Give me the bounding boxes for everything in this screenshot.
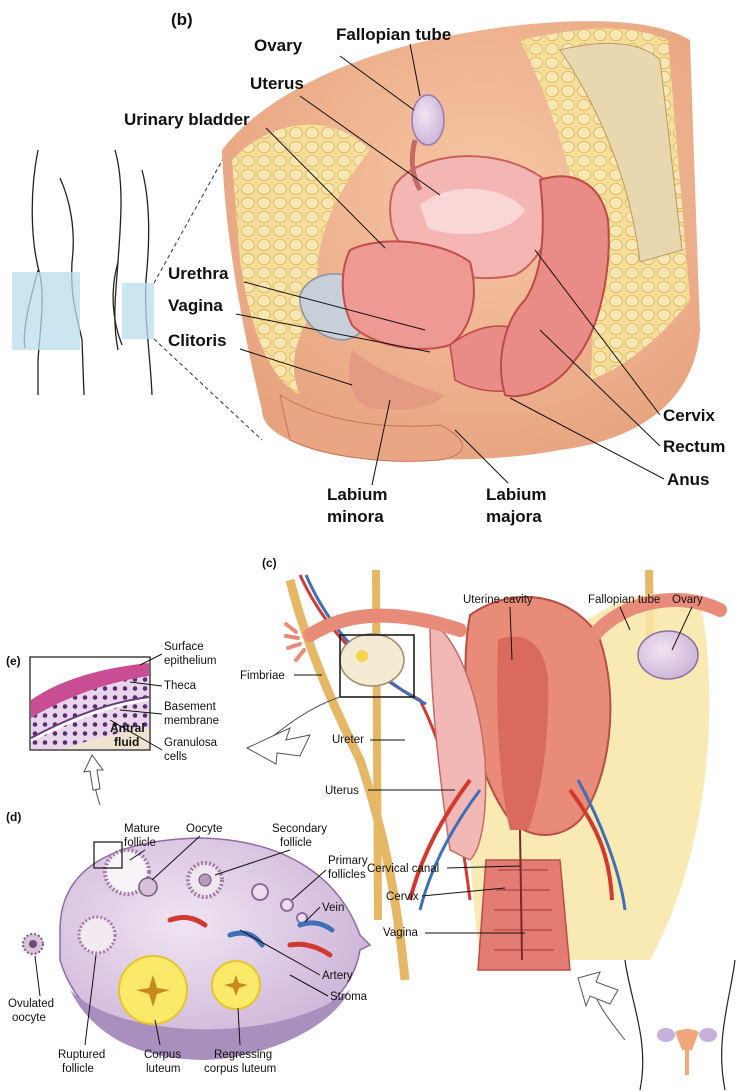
locator-sketch (578, 960, 735, 1090)
label-anus: Anus (667, 470, 710, 489)
label-vagina: Vagina (168, 296, 223, 315)
label-urethra: Urethra (168, 264, 229, 283)
label-rectum: Rectum (663, 437, 725, 456)
panel-b-tag: (b) (171, 10, 193, 29)
label-fallopian-tube: Fallopian tube (336, 25, 451, 44)
label-cervix: Cervix (663, 406, 716, 425)
label-labium-minora-2: minora (327, 507, 384, 526)
label-d-ruptured-follicle-1: Ruptured (58, 1049, 105, 1061)
panel-e: (e) Antral fluid Surface epithelium Thec… (6, 641, 219, 805)
ovary-section-illustration (23, 838, 370, 1060)
label-uterus: Uterus (250, 74, 304, 93)
label-d-corpus-luteum-1: Corpus (144, 1049, 181, 1061)
label-e-antral-fluid-2: fluid (114, 735, 139, 749)
label-d-secondary-follicle-2: follicle (280, 837, 312, 849)
label-d-artery: Artery (322, 970, 353, 982)
label-e-basement-membrane-2: membrane (164, 715, 219, 727)
panel-d-tag: (d) (6, 810, 21, 824)
sketch-highlight-left (12, 272, 80, 350)
label-ovary: Ovary (254, 36, 303, 55)
label-c-vagina: Vagina (383, 927, 419, 939)
label-c-ovary: Ovary (672, 594, 703, 606)
label-d-oocyte: Oocyte (186, 823, 222, 835)
label-clitoris: Clitoris (168, 331, 227, 350)
label-d-mature-follicle-1: Mature (124, 823, 160, 835)
label-d-primary-follicles-1: Primary (328, 855, 368, 867)
label-d-ovulated-oocyte-1: Ovulated (8, 998, 54, 1010)
zoom-guide-bottom (154, 339, 262, 440)
label-labium-minora-1: Labium (327, 485, 387, 504)
label-e-theca: Theca (164, 680, 197, 692)
sketch-highlight-right (122, 283, 154, 339)
label-d-secondary-follicle-1: Secondary (272, 823, 327, 835)
label-c-fallopian-tube: Fallopian tube (588, 594, 660, 606)
label-c-uterine-cavity: Uterine cavity (463, 594, 533, 606)
label-c-uterus: Uterus (325, 785, 359, 797)
label-c-fimbriae: Fimbriae (240, 670, 285, 682)
panel-d: (d) Mature follicle Oocyte (6, 810, 370, 1075)
label-e-basement-membrane-1: Basement (164, 701, 217, 713)
label-c-cervix: Cervix (386, 891, 419, 903)
label-e-granulosa-cells-1: Granulosa (164, 737, 218, 749)
label-e-surface-epithelium-2: epithelium (164, 655, 216, 667)
label-urinary-bladder: Urinary bladder (124, 110, 250, 129)
label-d-ruptured-follicle-2: follicle (62, 1063, 94, 1075)
label-d-primary-follicles-2: follicles (328, 869, 366, 881)
label-c-cervical-canal: Cervical canal (367, 863, 439, 875)
label-d-corpus-luteum-2: luteum (146, 1063, 181, 1075)
label-d-mature-follicle-2: follicle (124, 837, 156, 849)
panel-b: (b) (12, 10, 725, 526)
label-d-regressing-corpus-luteum-1: Regressing (214, 1049, 272, 1061)
label-e-surface-epithelium-1: Surface (164, 641, 204, 653)
panel-c-tag: (c) (262, 556, 277, 570)
label-d-regressing-corpus-luteum-2: corpus luteum (204, 1063, 276, 1075)
label-labium-majora-2: majora (486, 507, 542, 526)
label-d-ovulated-oocyte-2: oocyte (12, 1012, 46, 1024)
label-labium-majora-1: Labium (486, 485, 546, 504)
label-c-ureter: Ureter (332, 734, 364, 746)
label-d-vein: Vein (322, 902, 344, 914)
panel-e-tag: (e) (6, 654, 21, 668)
label-e-granulosa-cells-2: cells (164, 751, 187, 763)
label-d-stroma: Stroma (330, 991, 368, 1003)
